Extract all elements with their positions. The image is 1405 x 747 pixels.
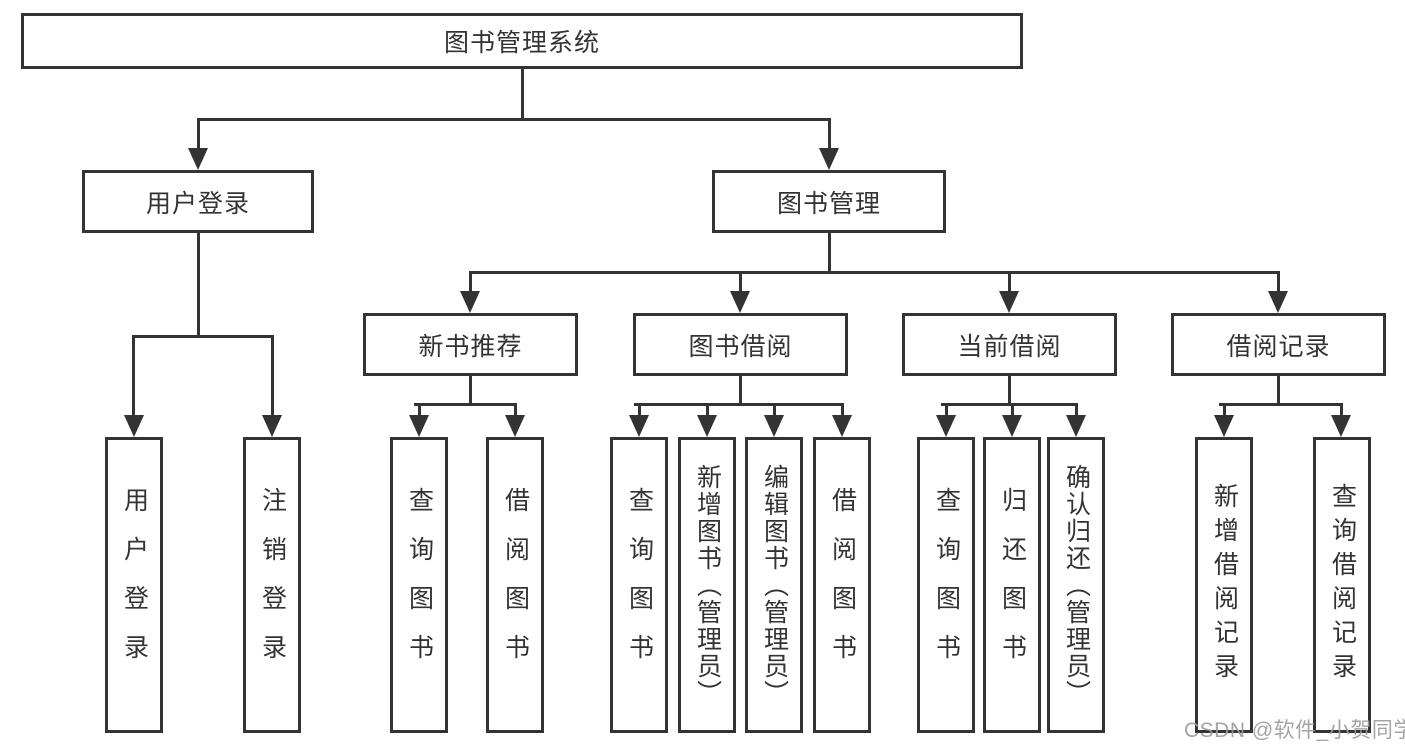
leaf-label: 借阅图书 xyxy=(501,487,530,683)
arrowhead-borrowing-borrow xyxy=(832,415,852,437)
leaf-logout: 注销登录 xyxy=(243,437,301,733)
node-book-borrowing: 图书借阅 xyxy=(633,313,848,376)
connector-user-login-stem xyxy=(197,233,200,337)
leaf-label: 借阅图书 xyxy=(828,487,857,683)
connector-recommend-hbar xyxy=(414,403,516,406)
node-book-management: 图书管理 xyxy=(712,170,946,233)
connector-drop-new-book-recommend xyxy=(469,271,472,297)
arrowhead-current-query xyxy=(936,415,956,437)
arrowhead-leaf-user-login xyxy=(124,415,144,437)
leaf-label: 注销登录 xyxy=(258,487,287,683)
connector-drop-borrowing-records xyxy=(1277,271,1280,297)
connector-drop-leaf-user-login xyxy=(132,335,135,419)
connector-borrowing-stem xyxy=(739,376,742,405)
connector-drop-current-query xyxy=(945,403,948,419)
connector-drop-add-books xyxy=(706,403,709,419)
arrowhead-book-management xyxy=(819,148,839,170)
connector-drop-borrowing-query xyxy=(638,403,641,419)
connector-user-login-hbar xyxy=(132,335,273,338)
connector-drop-book-borrowing xyxy=(739,271,742,297)
node-root-library-system: 图书管理系统 xyxy=(21,13,1023,69)
leaf-label: 编辑图书（管理员） xyxy=(760,463,789,707)
connector-drop-current-borrowing xyxy=(1008,271,1011,297)
leaf-borrowing-borrow-books: 借阅图书 xyxy=(813,437,871,733)
leaf-add-books-admin: 新增图书（管理员） xyxy=(678,437,736,733)
leaf-label: 归还图书 xyxy=(998,487,1027,683)
csdn-watermark: CSDN @软件_小贺同学 xyxy=(1184,719,1405,742)
node-label: 图书借阅 xyxy=(688,332,793,361)
connector-drop-leaf-logout xyxy=(271,335,274,419)
connector-records-stem xyxy=(1277,376,1280,405)
connector-book-management-stem xyxy=(828,233,831,273)
leaf-label: 确认归还（管理员） xyxy=(1062,463,1091,707)
node-label: 图书管理系统 xyxy=(443,29,600,57)
leaf-current-query-books: 查询图书 xyxy=(917,437,975,733)
connector-drop-borrowing-borrow xyxy=(841,403,844,419)
leaf-label: 用户登录 xyxy=(120,487,149,683)
leaf-add-borrow-record: 新增借阅记录 xyxy=(1195,437,1253,733)
leaf-label: 查询图书 xyxy=(405,487,434,683)
node-user-login: 用户登录 xyxy=(82,170,314,233)
leaf-label: 新增图书（管理员） xyxy=(693,463,722,707)
leaf-user-login: 用户登录 xyxy=(105,437,163,733)
node-label: 用户登录 xyxy=(145,189,250,218)
connector-recommend-stem xyxy=(469,376,472,405)
leaf-borrowing-query-books: 查询图书 xyxy=(610,437,668,733)
connector-borrowing-hbar xyxy=(634,403,844,406)
connector-root-hbar xyxy=(197,118,831,121)
arrowhead-book-borrowing xyxy=(730,291,750,313)
arrowhead-recommend-query xyxy=(409,415,429,437)
leaf-return-books: 归还图书 xyxy=(983,437,1041,733)
node-new-book-recommend: 新书推荐 xyxy=(363,313,578,376)
connector-current-stem xyxy=(1008,376,1011,405)
connector-drop-user-login xyxy=(197,118,200,152)
node-label: 当前借阅 xyxy=(957,332,1062,361)
arrowhead-leaf-logout xyxy=(262,415,282,437)
connector-root-stem xyxy=(521,68,524,120)
node-borrowing-records: 借阅记录 xyxy=(1171,313,1386,376)
arrowhead-return-books xyxy=(1002,415,1022,437)
connector-drop-book-management xyxy=(828,118,831,152)
node-label: 借阅记录 xyxy=(1226,332,1331,361)
leaf-label: 查询图书 xyxy=(625,487,654,683)
arrowhead-borrowing-query xyxy=(629,415,649,437)
leaf-label: 查询图书 xyxy=(932,487,961,683)
leaf-recommend-borrow-books: 借阅图书 xyxy=(486,437,544,733)
arrowhead-new-book-recommend xyxy=(460,291,480,313)
leaf-label: 新增借阅记录 xyxy=(1210,483,1239,687)
arrowhead-recommend-borrow xyxy=(505,415,525,437)
leaf-confirm-return-admin: 确认归还（管理员） xyxy=(1047,437,1105,733)
connector-drop-return-books xyxy=(1011,403,1014,419)
arrowhead-query-record xyxy=(1331,415,1351,437)
node-label: 新书推荐 xyxy=(418,332,523,361)
leaf-recommend-query-books: 查询图书 xyxy=(390,437,448,733)
node-current-borrowing: 当前借阅 xyxy=(902,313,1117,376)
connector-records-hbar xyxy=(1219,403,1343,406)
arrowhead-confirm-return xyxy=(1066,415,1086,437)
connector-drop-recommend-borrow xyxy=(514,403,517,419)
connector-drop-add-record xyxy=(1223,403,1226,419)
connector-drop-query-record xyxy=(1340,403,1343,419)
arrowhead-current-borrowing xyxy=(999,291,1019,313)
connector-drop-confirm-return xyxy=(1075,403,1078,419)
leaf-edit-books-admin: 编辑图书（管理员） xyxy=(745,437,803,733)
arrowhead-add-record xyxy=(1214,415,1234,437)
leaf-query-borrow-record: 查询借阅记录 xyxy=(1313,437,1371,733)
connector-level3-hbar xyxy=(469,271,1280,274)
arrowhead-user-login xyxy=(188,148,208,170)
arrowhead-borrowing-records xyxy=(1268,291,1288,313)
connector-drop-edit-books xyxy=(773,403,776,419)
arrowhead-edit-books xyxy=(764,415,784,437)
connector-drop-recommend-query xyxy=(418,403,421,419)
node-label: 图书管理 xyxy=(776,189,881,218)
arrowhead-add-books xyxy=(697,415,717,437)
connector-current-hbar xyxy=(941,403,1077,406)
leaf-label: 查询借阅记录 xyxy=(1328,483,1357,687)
